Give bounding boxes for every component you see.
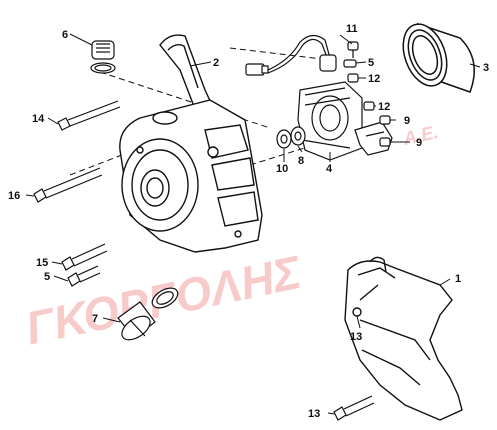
callout-6: 6: [62, 29, 68, 41]
part-bolt-15: [61, 243, 108, 271]
callout-14: 14: [32, 113, 45, 125]
part-flywheel: [402, 22, 475, 93]
part-bolt-5-left: [67, 265, 101, 287]
callout-3: 3: [483, 62, 489, 74]
part-bolt-16: [33, 167, 103, 203]
callout-7: 7: [92, 313, 98, 325]
part-stator: [245, 34, 393, 161]
part-lower-cover: [344, 256, 463, 421]
callout-9-lower: 9: [416, 137, 422, 149]
part-oil-cap: [90, 40, 116, 74]
part-bolt-14: [57, 100, 121, 131]
callout-16: 16: [8, 190, 20, 202]
leader-lines: [25, 33, 481, 415]
part-crankcase-cover: [119, 34, 263, 253]
callout-5-right: 5: [368, 57, 374, 69]
part-small-screws: [343, 41, 391, 147]
callout-11: 11: [346, 23, 358, 35]
callout-1: 1: [455, 273, 461, 285]
callout-4: 4: [326, 163, 333, 175]
callout-12-upper: 12: [368, 73, 380, 85]
callout-10: 10: [276, 163, 288, 175]
callout-2: 2: [213, 57, 219, 69]
callout-13-lower: 13: [308, 408, 320, 420]
callout-labels: 1 2 3 4 5 5 6 7 8 9 9 10 11 12 12 13 13 …: [8, 23, 489, 420]
callout-5-left: 5: [44, 271, 50, 283]
part-bolt-13-lower: [333, 395, 375, 421]
callout-8: 8: [298, 155, 304, 167]
callout-12-lower: 12: [378, 101, 390, 113]
callout-13-middle: 13: [350, 331, 362, 343]
callout-15: 15: [36, 257, 48, 269]
part-drain-plug: [117, 287, 179, 341]
callout-9-upper: 9: [404, 115, 410, 127]
